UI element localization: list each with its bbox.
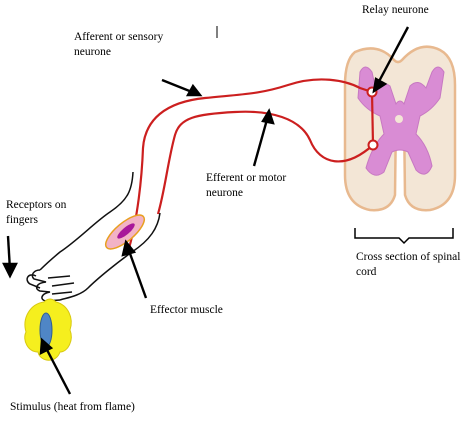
arrow-stimulus [39,337,72,395]
arm-upper-outline [39,171,134,271]
afferent-neurone-path [125,78,373,256]
label-effector: Effector muscle [150,304,223,316]
label-afferent-line2: neurone [74,46,111,58]
relay-neurone-path [370,91,375,146]
arrow-effector [121,239,148,299]
labels: Afferent or sensory neurone Relay neuron… [6,4,460,413]
arrows [2,26,410,395]
label-stimulus: Stimulus (heat from flame) [10,401,135,413]
arrow-receptors [2,235,18,279]
relay-synapse-bottom [367,139,379,151]
neurones [125,78,375,256]
label-efferent-line1: Efferent or motor [206,172,286,184]
label-cross-line1: Cross section of spinal [356,251,460,263]
finger-lines [47,275,75,295]
arm-and-hand [26,171,161,302]
label-relay: Relay neurone [362,4,429,16]
spinal-cord-cross-section [343,45,457,212]
label-cross-line2: cord [356,266,377,278]
label-afferent-line1: Afferent or sensory [74,31,163,43]
flame [24,298,72,361]
label-efferent-line2: neurone [206,187,243,199]
arrow-afferent [161,78,203,97]
arrow-relay [372,26,410,94]
arrow-efferent [252,108,275,167]
arm-lower-outline [59,212,161,301]
hand-fingers-outline [26,269,61,302]
label-receptors-line1: Receptors on [6,199,67,211]
label-receptors-line2: fingers [6,214,38,226]
efferent-neurone-path [156,110,374,215]
cross-section-bracket [354,228,454,245]
central-canal [395,115,403,123]
effector-muscle [104,214,146,250]
